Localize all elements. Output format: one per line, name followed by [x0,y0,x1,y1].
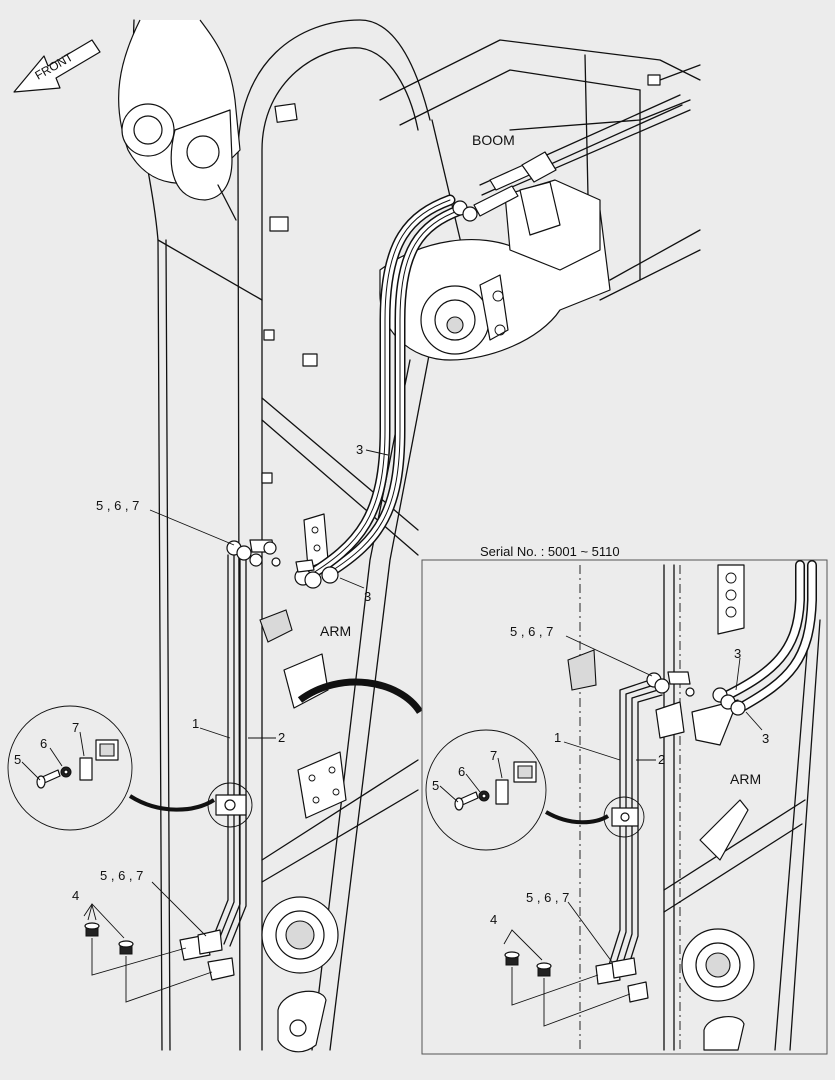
detail-circle-icon [7,705,133,831]
inset-callout-3-upper: 3 [734,646,741,661]
clamp-icon [495,761,537,805]
inset-callout-7: 7 [490,748,497,763]
callout-3-lower: 3 [364,589,371,604]
washer-icon [60,766,72,778]
clamp-icon [179,929,235,981]
plug-icon [84,922,134,955]
inset-callout-2: 2 [658,752,665,767]
callouts-main: 5 , 6 , 7 3 3 1 2 5 , 6 , 7 4 5 6 7 [14,442,389,937]
boom-label: BOOM [472,132,515,148]
fitting-icon [646,671,695,697]
hoses-3-inset [712,560,817,716]
pipes-1-2-inset [595,671,695,1003]
clamp-icon [595,957,649,1003]
plug-icon [504,951,552,977]
callout-2: 2 [278,730,285,745]
arm-structure-inset [567,564,821,1051]
boom-structure [379,39,701,361]
callout-4: 4 [72,888,79,903]
callout-6: 6 [40,736,47,751]
inset-callout-567-lower: 5 , 6 , 7 [526,890,569,905]
callout-5: 5 [14,752,21,767]
arm-label-inset: ARM [730,771,761,787]
callout-7: 7 [72,720,79,735]
callouts-inset: 5 , 6 , 7 3 3 1 2 5 , 6 , 7 4 5 6 7 [432,624,769,963]
inset-callout-6: 6 [458,764,465,779]
detail-circle-icon [425,729,547,851]
fitting-icon [226,539,281,567]
inset-frame [421,559,828,1055]
fitting-icon [712,687,746,716]
arm-structure-main [118,19,466,1053]
callout-567-upper: 5 , 6 , 7 [96,498,139,513]
hoses-3-main [294,151,557,589]
fitting-icon [294,559,339,589]
callout-1: 1 [192,716,199,731]
arm-label-main: ARM [320,623,351,639]
pipes-1-2-main [179,539,281,981]
washer-icon [478,790,490,802]
bolt-icon [36,769,61,789]
fitting-icon [452,151,557,222]
inset-callout-4: 4 [490,912,497,927]
inset-callout-1: 1 [554,730,561,745]
inset-callout-567-upper: 5 , 6 , 7 [510,624,553,639]
arrow-front-icon: FRONT [13,39,101,93]
inset-callout-5: 5 [432,778,439,793]
clamp-icon [79,739,119,781]
inset-callout-3-lower: 3 [762,731,769,746]
callout-567-lower: 5 , 6 , 7 [100,868,143,883]
callout-3-upper: 3 [356,442,363,457]
inset-title: Serial No. : 5001 ~ 5110 [480,544,620,559]
